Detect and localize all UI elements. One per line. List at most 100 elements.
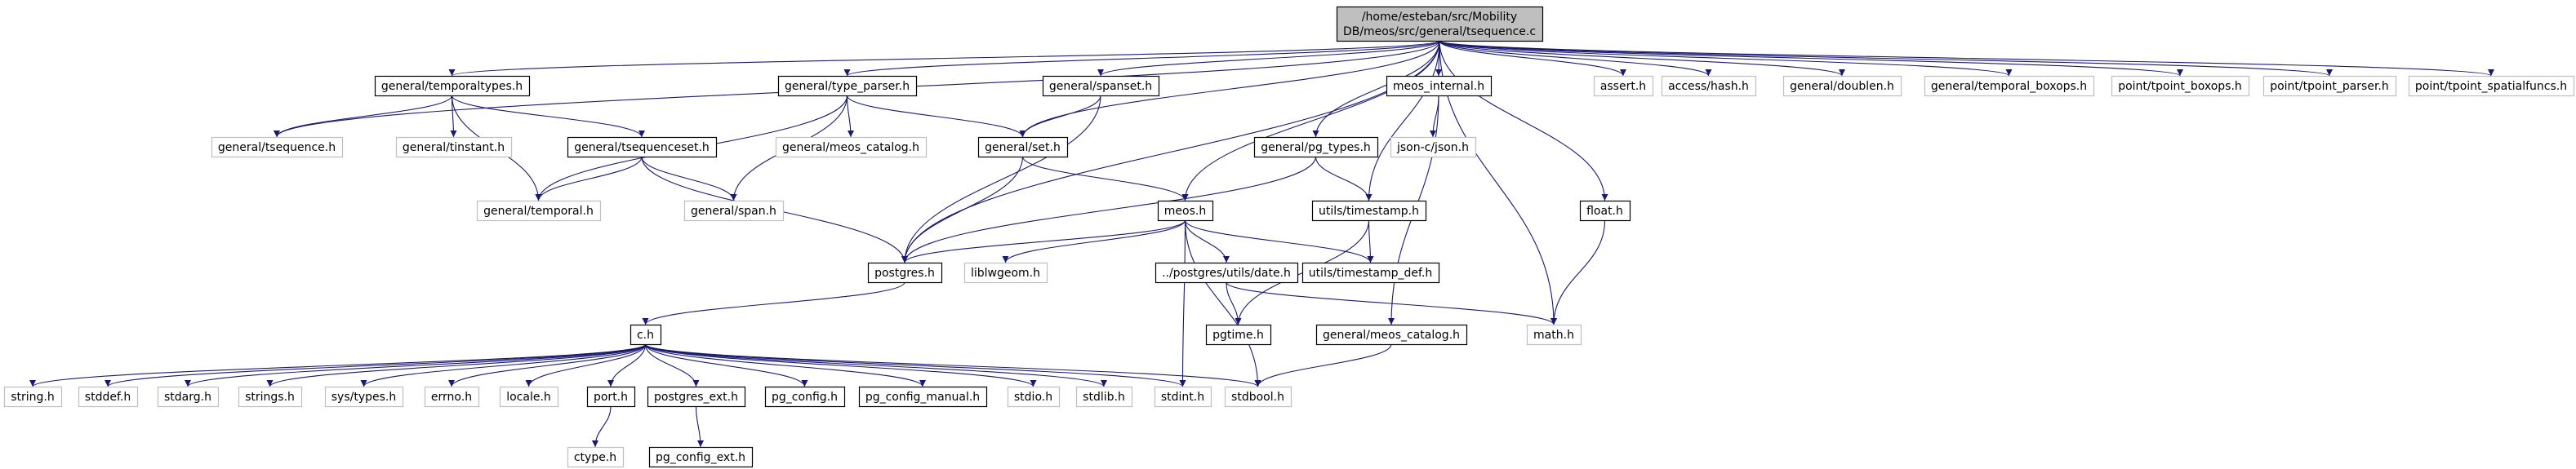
node-tpoint-spatialfuncs: point/tpoint_spatialfuncs.h bbox=[2408, 75, 2575, 97]
node-box bbox=[1315, 324, 1468, 346]
node-label: errno.h bbox=[431, 391, 472, 404]
node-stdarg: stdarg.h bbox=[157, 386, 220, 408]
node-label: float.h bbox=[1586, 205, 1623, 218]
node-label: pg_config.h bbox=[772, 391, 838, 404]
node-label: sys/types.h bbox=[331, 391, 396, 404]
edge-set-to-postgres bbox=[901, 156, 1024, 263]
node-box bbox=[3, 386, 63, 408]
edge-c-h-to-locale-h bbox=[525, 343, 647, 387]
edge-port-h-to-ctype bbox=[592, 405, 612, 448]
edge-c-h-to-string-h bbox=[29, 343, 647, 387]
edge-c-h-to-stdio bbox=[644, 343, 1037, 387]
edge-date-h-to-pgtime bbox=[1226, 281, 1242, 325]
node-meos-h[interactable]: meos.h bbox=[1157, 200, 1214, 222]
edge-spanset-to-set bbox=[1019, 95, 1101, 138]
node-label: stdio.h bbox=[1014, 391, 1052, 404]
edge-root-to-assert bbox=[1439, 40, 1626, 77]
edge-meos-h-to-date-h bbox=[1184, 219, 1230, 263]
node-label: meos.h bbox=[1164, 205, 1206, 218]
node-label: ../postgres/utils/date.h bbox=[1162, 267, 1291, 280]
node-box bbox=[647, 386, 746, 408]
node-label: liblwgeom.h bbox=[971, 267, 1040, 280]
node-label: ctype.h bbox=[574, 451, 616, 464]
node-box bbox=[683, 200, 785, 222]
node-label: general/temporal_boxops.h bbox=[1931, 80, 2087, 93]
edge-root-to-tpoint-parser bbox=[1439, 40, 2333, 77]
edge-root-to-meos-h bbox=[1181, 40, 1440, 201]
node-box bbox=[499, 386, 559, 408]
edge-pg-types-to-timestamp bbox=[1315, 156, 1373, 201]
node-box bbox=[157, 386, 220, 408]
node-root[interactable]: /home/esteban/src/MobilityDB/meos/src/ge… bbox=[1336, 6, 1544, 42]
edge-c-h-to-pg-config-manual bbox=[644, 343, 926, 387]
node-meos-internal[interactable]: meos_internal.h bbox=[1386, 75, 1493, 97]
edge-type-parser-to-set bbox=[846, 95, 1026, 138]
node-box bbox=[586, 386, 636, 408]
edge-meos-h-to-timestamp-def bbox=[1184, 219, 1374, 263]
node-pg-config-manual[interactable]: pg_config_manual.h bbox=[858, 386, 988, 408]
node-stdbool: stdbool.h bbox=[1224, 386, 1292, 408]
node-temporaltypes[interactable]: general/temporaltypes.h bbox=[374, 75, 531, 97]
node-temporal: general/temporal.h bbox=[476, 200, 602, 222]
node-box bbox=[1593, 75, 1654, 97]
edge-type-parser-to-meos-catalog-top bbox=[846, 95, 854, 138]
node-label: general/tsequenceset.h bbox=[574, 141, 710, 154]
node-box bbox=[1311, 200, 1427, 222]
node-stdlib: stdlib.h bbox=[1075, 386, 1133, 408]
node-box bbox=[424, 386, 480, 408]
edge-spanset-to-postgres bbox=[901, 95, 1101, 263]
node-label: string.h bbox=[11, 391, 55, 404]
node-box bbox=[1301, 262, 1440, 284]
node-timestamp-def[interactable]: utils/timestamp_def.h bbox=[1301, 262, 1440, 284]
node-label: postgres_ext.h bbox=[654, 391, 738, 404]
node-box bbox=[238, 386, 303, 408]
node-pg-config[interactable]: pg_config.h bbox=[764, 386, 846, 408]
node-label: postgres.h bbox=[874, 267, 935, 280]
node-box bbox=[1336, 6, 1544, 42]
node-postgres[interactable]: postgres.h bbox=[867, 262, 943, 284]
node-box bbox=[1157, 200, 1214, 222]
node-port-h[interactable]: port.h bbox=[586, 386, 636, 408]
node-timestamp[interactable]: utils/timestamp.h bbox=[1311, 200, 1427, 222]
node-label: stdint.h bbox=[1161, 391, 1204, 404]
node-box bbox=[1155, 262, 1299, 284]
node-liblwgeom: liblwgeom.h bbox=[963, 262, 1048, 284]
node-type-parser[interactable]: general/type_parser.h bbox=[777, 75, 918, 97]
node-pg-config-ext[interactable]: pg_config_ext.h bbox=[648, 446, 754, 468]
node-label: general/tsequence.h bbox=[218, 141, 336, 154]
node-label: locale.h bbox=[506, 391, 551, 404]
node-label: general/span.h bbox=[691, 205, 776, 218]
edge-date-h-to-math-h bbox=[1226, 281, 1557, 325]
nodes: /home/esteban/src/MobilityDB/meos/src/ge… bbox=[3, 6, 2575, 468]
node-label: c.h bbox=[637, 329, 654, 342]
node-postgres-ext[interactable]: postgres_ext.h bbox=[647, 386, 746, 408]
node-label: access/hash.h bbox=[1668, 80, 1749, 93]
node-box bbox=[1579, 200, 1631, 222]
node-box bbox=[1224, 386, 1292, 408]
edge-float-h-to-math-h bbox=[1550, 219, 1606, 325]
node-box bbox=[1007, 386, 1061, 408]
node-pg-types[interactable]: general/pg_types.h bbox=[1253, 136, 1379, 158]
node-box bbox=[858, 386, 988, 408]
node-strings-h: strings.h bbox=[238, 386, 303, 408]
edge-c-h-to-errno-h bbox=[448, 343, 647, 387]
edge-pg-types-to-postgres bbox=[901, 156, 1317, 263]
edge-root-to-temporaltypes bbox=[449, 40, 1440, 77]
node-box bbox=[777, 75, 918, 97]
edges bbox=[29, 40, 2494, 448]
node-pgtime[interactable]: pgtime.h bbox=[1205, 324, 1272, 346]
node-spanset[interactable]: general/spanset.h bbox=[1042, 75, 1160, 97]
node-meos-catalog-bottom[interactable]: general/meos_catalog.h bbox=[1315, 324, 1468, 346]
node-tsequenceset[interactable]: general/tsequenceset.h bbox=[567, 136, 718, 158]
node-box bbox=[775, 136, 928, 158]
node-label: stdarg.h bbox=[164, 391, 211, 404]
node-set[interactable]: general/set.h bbox=[977, 136, 1069, 158]
edge-root-to-tpoint-spatialfuncs bbox=[1439, 40, 2494, 77]
node-box bbox=[567, 136, 718, 158]
node-c-h[interactable]: c.h bbox=[630, 324, 662, 346]
node-box bbox=[1154, 386, 1212, 408]
node-float-h[interactable]: float.h bbox=[1579, 200, 1631, 222]
edge-c-h-to-postgres-ext bbox=[644, 343, 700, 387]
node-date-h[interactable]: ../postgres/utils/date.h bbox=[1155, 262, 1299, 284]
